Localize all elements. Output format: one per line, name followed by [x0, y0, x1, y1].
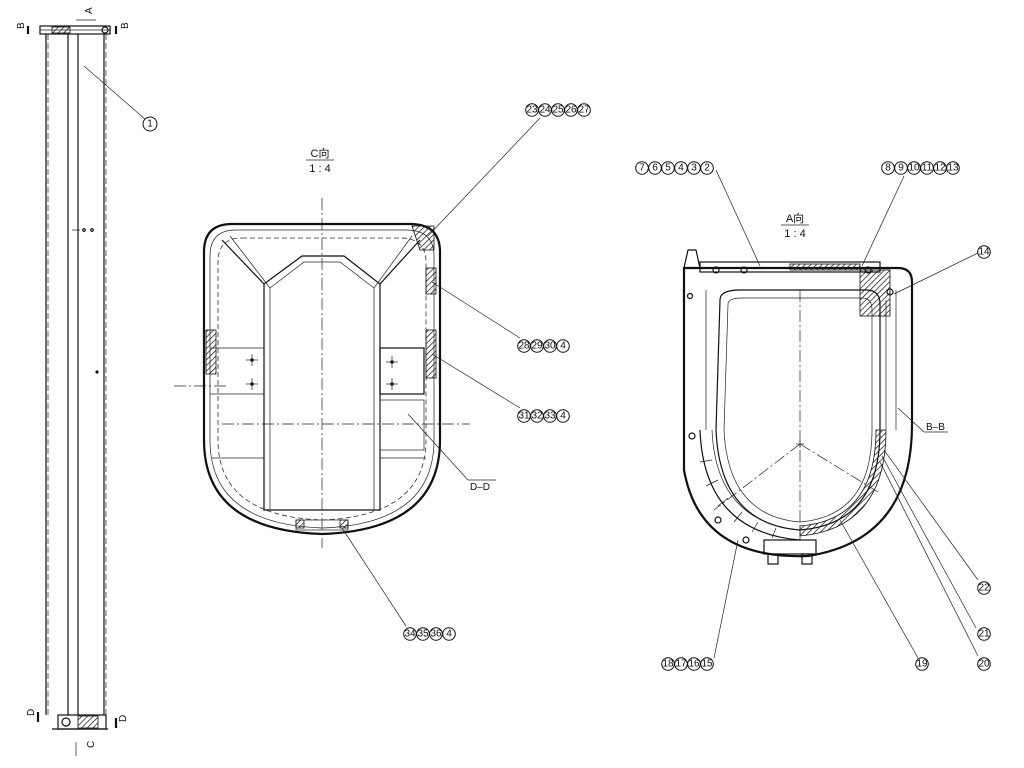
marker-b-top-left: B — [16, 22, 27, 29]
callout-number: 12 — [934, 163, 946, 174]
callout-number: 2 — [704, 163, 710, 174]
callout-number: 22 — [978, 583, 990, 594]
callout-a-right: 14 — [977, 245, 991, 259]
section-label-dd: D–D — [470, 482, 490, 493]
callout-circle — [946, 161, 960, 175]
callout-number: 4 — [560, 411, 566, 422]
callout-a-r20: 20 — [977, 657, 991, 671]
a-view-bottom-bracket — [763, 539, 817, 555]
marker-c-bottom: C — [86, 741, 97, 748]
callout-number: 28 — [518, 341, 530, 352]
callout-number: 20 — [978, 659, 990, 670]
callout-circle — [977, 657, 991, 671]
callout-circle — [915, 657, 929, 671]
marker-a-top: A — [84, 7, 95, 14]
callout-circle — [577, 103, 591, 117]
callout-circle — [556, 409, 570, 423]
callout-number: 5 — [665, 163, 671, 174]
callout-circle — [977, 581, 991, 595]
c-view: C向 1 : 4 — [174, 117, 541, 627]
callout-number: 16 — [688, 659, 700, 670]
callout-number: 17 — [675, 659, 687, 670]
column-elevation: B A B D C D 1 — [16, 7, 158, 756]
marker-d-bottom-right: D — [118, 715, 129, 722]
callout-number: 24 — [539, 105, 551, 116]
callout-circle — [700, 161, 714, 175]
callout-part-1: 1 — [142, 116, 158, 132]
callout-circle — [556, 339, 570, 353]
c-view-scale: 1 : 4 — [309, 163, 330, 175]
marker-b-top-right: B — [120, 22, 131, 29]
callout-number: 4 — [560, 341, 566, 352]
callout-number: 23 — [526, 105, 538, 116]
a-view-top-rail — [699, 261, 881, 273]
callout-a-r21: 21 — [977, 627, 991, 641]
callout-number: 4 — [446, 629, 452, 640]
callout-number: 8 — [885, 163, 891, 174]
c-view-title: C向 — [311, 146, 330, 160]
c-view-corner-block — [411, 225, 435, 251]
callout-number: 21 — [978, 629, 990, 640]
a-view: A向 1 : 4 — [682, 169, 981, 659]
callout-circle — [977, 627, 991, 641]
callout-number: 32 — [531, 411, 543, 422]
a-view-outer-shell — [682, 266, 914, 558]
callout-number: 29 — [531, 341, 543, 352]
callout-number: 15 — [701, 659, 713, 670]
callout-number: 14 — [978, 247, 990, 258]
callout-number: 27 — [578, 105, 590, 116]
callout-number: 11 — [922, 163, 933, 174]
callout-number: 31 — [518, 411, 530, 422]
callout-number: 34 — [404, 629, 416, 640]
callout-circle — [977, 245, 991, 259]
callout-number: 25 — [552, 105, 564, 116]
callout-circle — [442, 627, 456, 641]
callout-number: 6 — [652, 163, 658, 174]
callout-number: 33 — [544, 411, 556, 422]
marker-d-bottom-left: D — [26, 709, 37, 716]
callout-number: 13 — [947, 163, 959, 174]
callout-a-r22: 22 — [977, 581, 991, 595]
callout-number: 18 — [662, 659, 674, 670]
callout-number: 36 — [430, 629, 442, 640]
callout-number: 9 — [898, 163, 904, 174]
section-label-bb: B–B — [926, 422, 945, 433]
callout-number: 26 — [565, 105, 577, 116]
callout-number: 35 — [417, 629, 429, 640]
callout-number: 7 — [639, 163, 645, 174]
callout-a-bottom-mid: 19 — [915, 657, 929, 671]
callout-circle — [700, 657, 714, 671]
callout-number: 30 — [544, 341, 556, 352]
a-view-title: A向 — [786, 211, 804, 225]
a-view-scale: 1 : 4 — [784, 228, 805, 240]
callout-number: 4 — [678, 163, 684, 174]
callout-number: 19 — [916, 659, 928, 670]
callout-number: 3 — [691, 163, 697, 174]
svg-text:1: 1 — [147, 119, 153, 130]
callout-number: 10 — [908, 163, 920, 174]
